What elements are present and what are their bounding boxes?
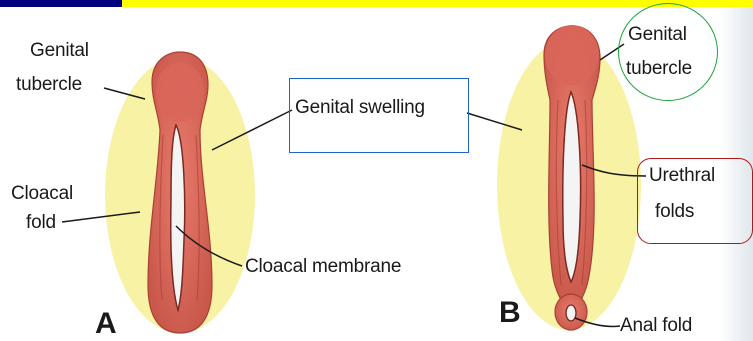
label-cloacal-fold-line2: fold xyxy=(26,212,56,234)
label-cloacal-membrane: Cloacal membrane xyxy=(245,256,401,278)
panel-label-a: A xyxy=(95,308,117,340)
label-cloacal-fold-line1: Cloacal xyxy=(11,183,73,205)
anal-opening xyxy=(566,305,576,321)
label-genital-tubercle-a-line2: tubercle xyxy=(16,74,82,96)
genital-tubercle-b xyxy=(545,25,599,85)
genital-tubercle-highlight-circle xyxy=(618,3,718,101)
label-genital-tubercle-b-line2: tubercle xyxy=(626,58,692,80)
panel-label-b: B xyxy=(499,297,521,329)
label-urethral-folds-line2: folds xyxy=(655,201,694,223)
label-urethral-folds-line1: Urethral xyxy=(649,165,715,187)
urethral-groove-b xyxy=(563,92,581,282)
label-genital-tubercle-a-line1: Genital xyxy=(30,40,89,62)
label-genital-tubercle-b-line1: Genital xyxy=(628,24,687,46)
genital-tubercle-a xyxy=(156,62,204,122)
label-genital-swelling: Genital swelling xyxy=(295,97,425,119)
label-anal-fold: Anal fold xyxy=(620,315,692,337)
figure-b xyxy=(497,25,641,330)
